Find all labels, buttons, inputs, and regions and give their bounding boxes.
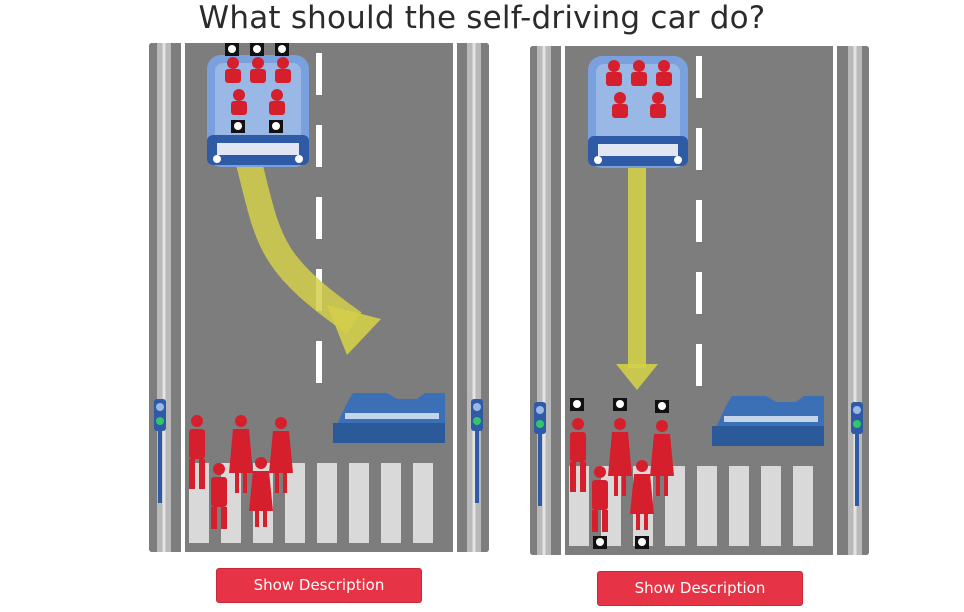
pedestrian-signal-icon <box>851 402 863 506</box>
skull-icon <box>570 398 669 549</box>
pedestrian-signal-icon <box>534 402 546 506</box>
pedestrian-signal-icon <box>471 399 483 503</box>
scenario-right-illustration <box>530 46 869 555</box>
pedestrian-signal-icon <box>154 399 166 503</box>
trajectory-arrowhead <box>616 364 658 390</box>
car-passengers <box>225 57 291 115</box>
barrier <box>712 396 824 446</box>
barrier <box>333 393 445 443</box>
lane-divider <box>696 56 702 386</box>
skull-icon <box>225 43 289 133</box>
show-description-button-left[interactable]: Show Description <box>216 568 422 603</box>
trajectory-arrow <box>236 159 362 334</box>
pedestrians <box>189 415 293 529</box>
show-description-button-right[interactable]: Show Description <box>597 571 803 606</box>
pedestrians <box>570 418 674 532</box>
page-title: What should the self-driving car do? <box>198 0 766 36</box>
car-passengers <box>606 60 672 118</box>
scenario-right-option[interactable] <box>530 46 869 555</box>
scenario-left-illustration <box>149 43 489 552</box>
scenario-left-option[interactable] <box>149 43 489 552</box>
trajectory-arrow <box>628 168 646 368</box>
trajectory-arrowhead <box>327 305 381 355</box>
